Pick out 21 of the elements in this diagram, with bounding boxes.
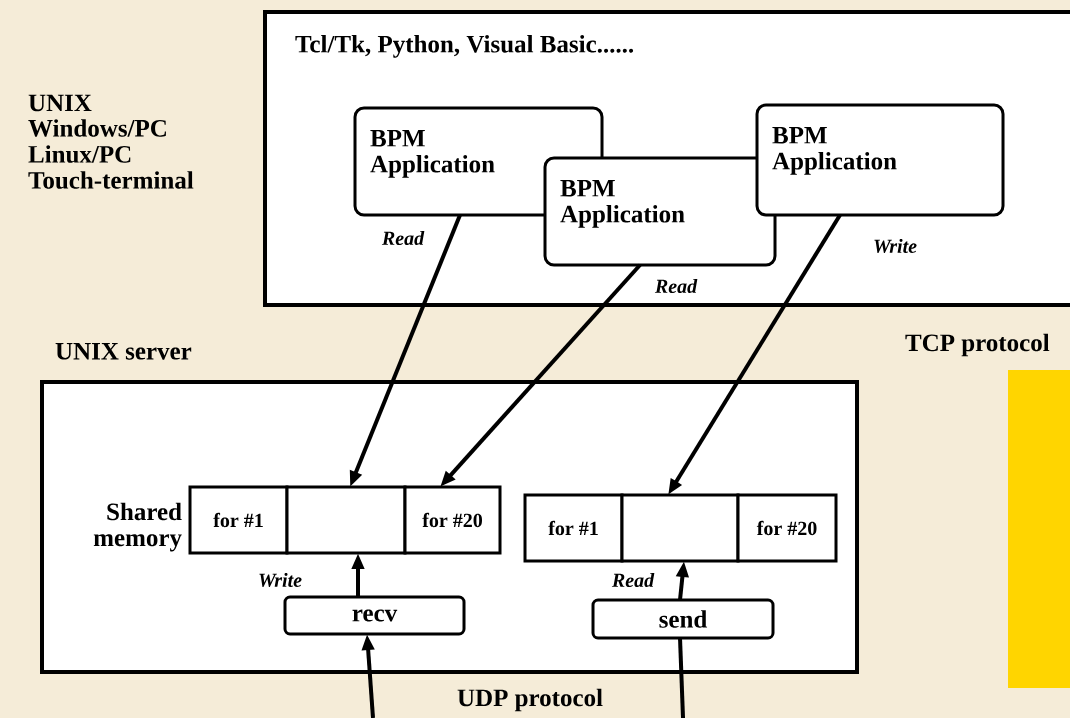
process-box: send (591, 598, 775, 640)
edge-label: Write (259, 572, 302, 588)
memory-cell (285, 485, 407, 555)
label: UNIX (28, 94, 92, 112)
node-label: UNIX server (55, 343, 192, 360)
memory-cell: for #20 (403, 485, 502, 555)
memory-cell: for #1 (523, 493, 624, 563)
application-box: BPM Application (755, 103, 1005, 217)
edge-label: Read (654, 278, 698, 294)
memory-cell: for #20 (736, 493, 838, 563)
label: TCP protocol (905, 333, 1050, 357)
memory-cell: for #1 (188, 485, 289, 555)
edge-label: Read (381, 230, 425, 246)
edge-label: Write (874, 238, 917, 254)
label: Linux/PC (28, 145, 131, 163)
label: Windows/PC (28, 119, 166, 137)
edge-label: Read (611, 572, 655, 588)
label: Touch-terminal (28, 171, 194, 189)
label: UDP protocol (457, 688, 603, 712)
memory-cell (620, 493, 740, 563)
process-box: recv (283, 595, 466, 636)
